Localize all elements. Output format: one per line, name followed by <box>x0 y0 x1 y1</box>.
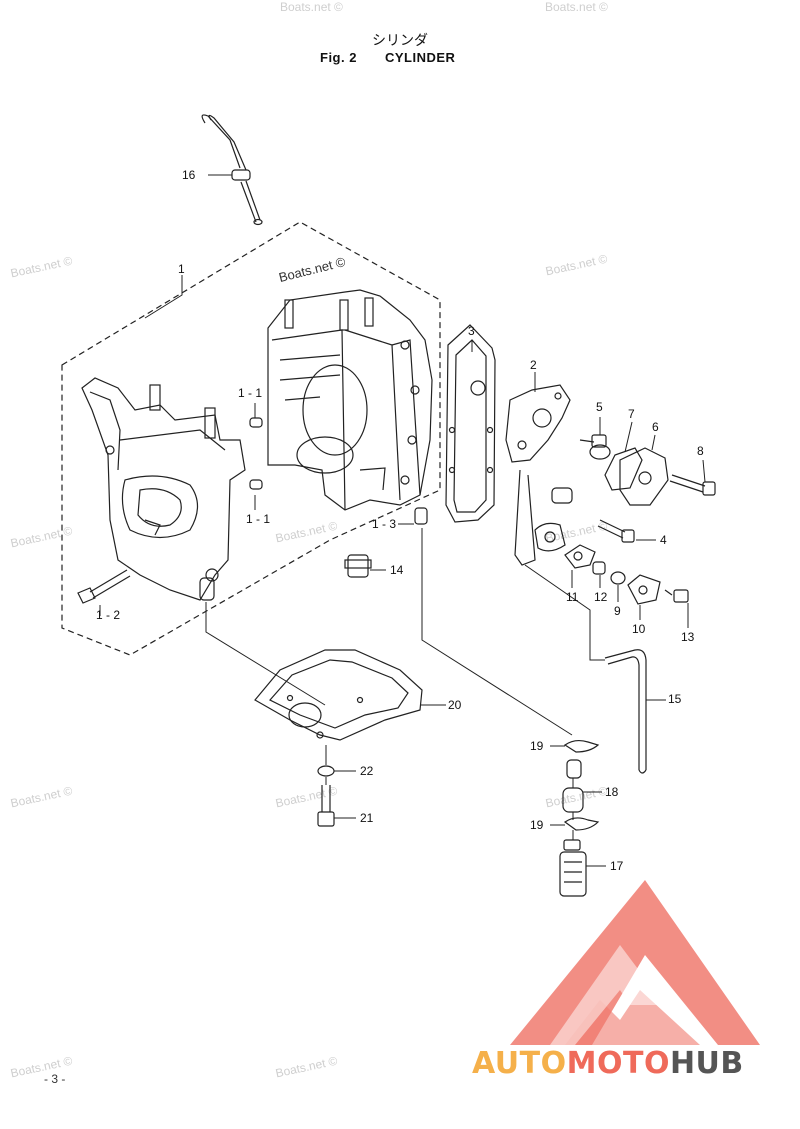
page-number: - 3 - <box>44 1072 66 1086</box>
assembly-line-hose <box>524 564 605 661</box>
nipple-part-12 <box>592 561 606 575</box>
watermark: Boats.net © <box>280 0 343 14</box>
bolt-21 <box>317 785 335 827</box>
callout-8: 8 <box>697 444 704 458</box>
leader-6 <box>651 434 656 451</box>
callout-5: 5 <box>596 400 603 414</box>
callout-22: 22 <box>360 764 374 778</box>
brand-logo-icon <box>510 880 760 1045</box>
brand-part-hub: HUB <box>669 1046 744 1081</box>
bolt-4 <box>597 519 635 543</box>
hose-part-18-short <box>566 759 582 779</box>
callout-1: 1 <box>178 262 185 276</box>
assembly-line-gasket <box>205 602 326 706</box>
callout-1-1-lower: 1 - 1 <box>246 512 271 526</box>
gasket-part-11 <box>564 544 596 569</box>
hose-part-15 <box>604 649 647 770</box>
figure-name: CYLINDER <box>384 50 456 65</box>
hose-part-18 <box>562 787 584 813</box>
plate-part-10 <box>627 574 661 605</box>
leader-1 <box>144 275 183 319</box>
callout-1-3: 1 - 3 <box>372 517 397 531</box>
fitting-part-14 <box>344 554 372 578</box>
bolt-1-2 <box>77 569 131 604</box>
gasket-part-20 <box>254 649 423 741</box>
callout-20: 20 <box>448 698 462 712</box>
callout-2: 2 <box>530 358 537 372</box>
callout-11: 11 <box>566 590 579 604</box>
watermark: Boats.net © <box>545 0 608 14</box>
cover-part-6 <box>619 447 669 506</box>
brand-wordmark: AUTOMOTOHUB <box>472 1046 744 1081</box>
figure-title: Fig. 2 CYLINDER <box>320 50 483 65</box>
washer-part-9 <box>610 571 626 585</box>
clip-part-19-lower <box>563 817 600 831</box>
fuel-filter-part-17 <box>559 839 587 897</box>
brand-part-auto: AUTO <box>472 1046 567 1081</box>
dowel-pin-upper <box>249 417 263 428</box>
callout-7: 7 <box>628 407 635 421</box>
callout-19-upper: 19 <box>530 739 544 753</box>
figure-number: Fig. 2 <box>320 50 357 65</box>
callout-16: 16 <box>182 168 196 182</box>
crankcase-part <box>81 377 246 601</box>
callout-1-2: 1 - 2 <box>96 608 121 622</box>
callout-14: 14 <box>390 563 404 577</box>
bolt-8 <box>669 474 716 496</box>
callout-21: 21 <box>360 811 374 825</box>
bracket-part <box>505 384 573 566</box>
callout-13: 13 <box>681 630 695 644</box>
callout-17: 17 <box>610 859 624 873</box>
leader-8 <box>702 459 706 483</box>
bolt-13 <box>664 589 689 603</box>
dowel-pin-lower <box>249 479 263 490</box>
callout-18: 18 <box>605 785 619 799</box>
assembly-boundary <box>61 221 441 656</box>
dipstick-part <box>201 114 263 226</box>
gasket-part <box>445 324 496 523</box>
pin-1-3 <box>414 507 428 525</box>
leader-7 <box>624 421 633 453</box>
callout-9: 9 <box>614 604 621 618</box>
cylinder-block-part <box>267 289 433 511</box>
callout-6: 6 <box>652 420 659 434</box>
cover-part-7 <box>604 447 643 491</box>
fitting-part-5 <box>579 434 611 460</box>
callout-10: 10 <box>632 622 646 636</box>
callout-4: 4 <box>660 533 667 547</box>
assembly-line-pin <box>421 528 573 736</box>
washer-part-22 <box>317 765 335 777</box>
clip-part-19-upper <box>563 739 600 753</box>
callout-15: 15 <box>668 692 682 706</box>
callout-19-lower: 19 <box>530 818 544 832</box>
title-japanese: シリンダ <box>372 33 428 49</box>
brand-part-moto: MOTO <box>566 1046 670 1081</box>
callout-3: 3 <box>468 324 475 338</box>
callout-12: 12 <box>594 590 608 604</box>
callout-1-1-upper: 1 - 1 <box>238 386 263 400</box>
